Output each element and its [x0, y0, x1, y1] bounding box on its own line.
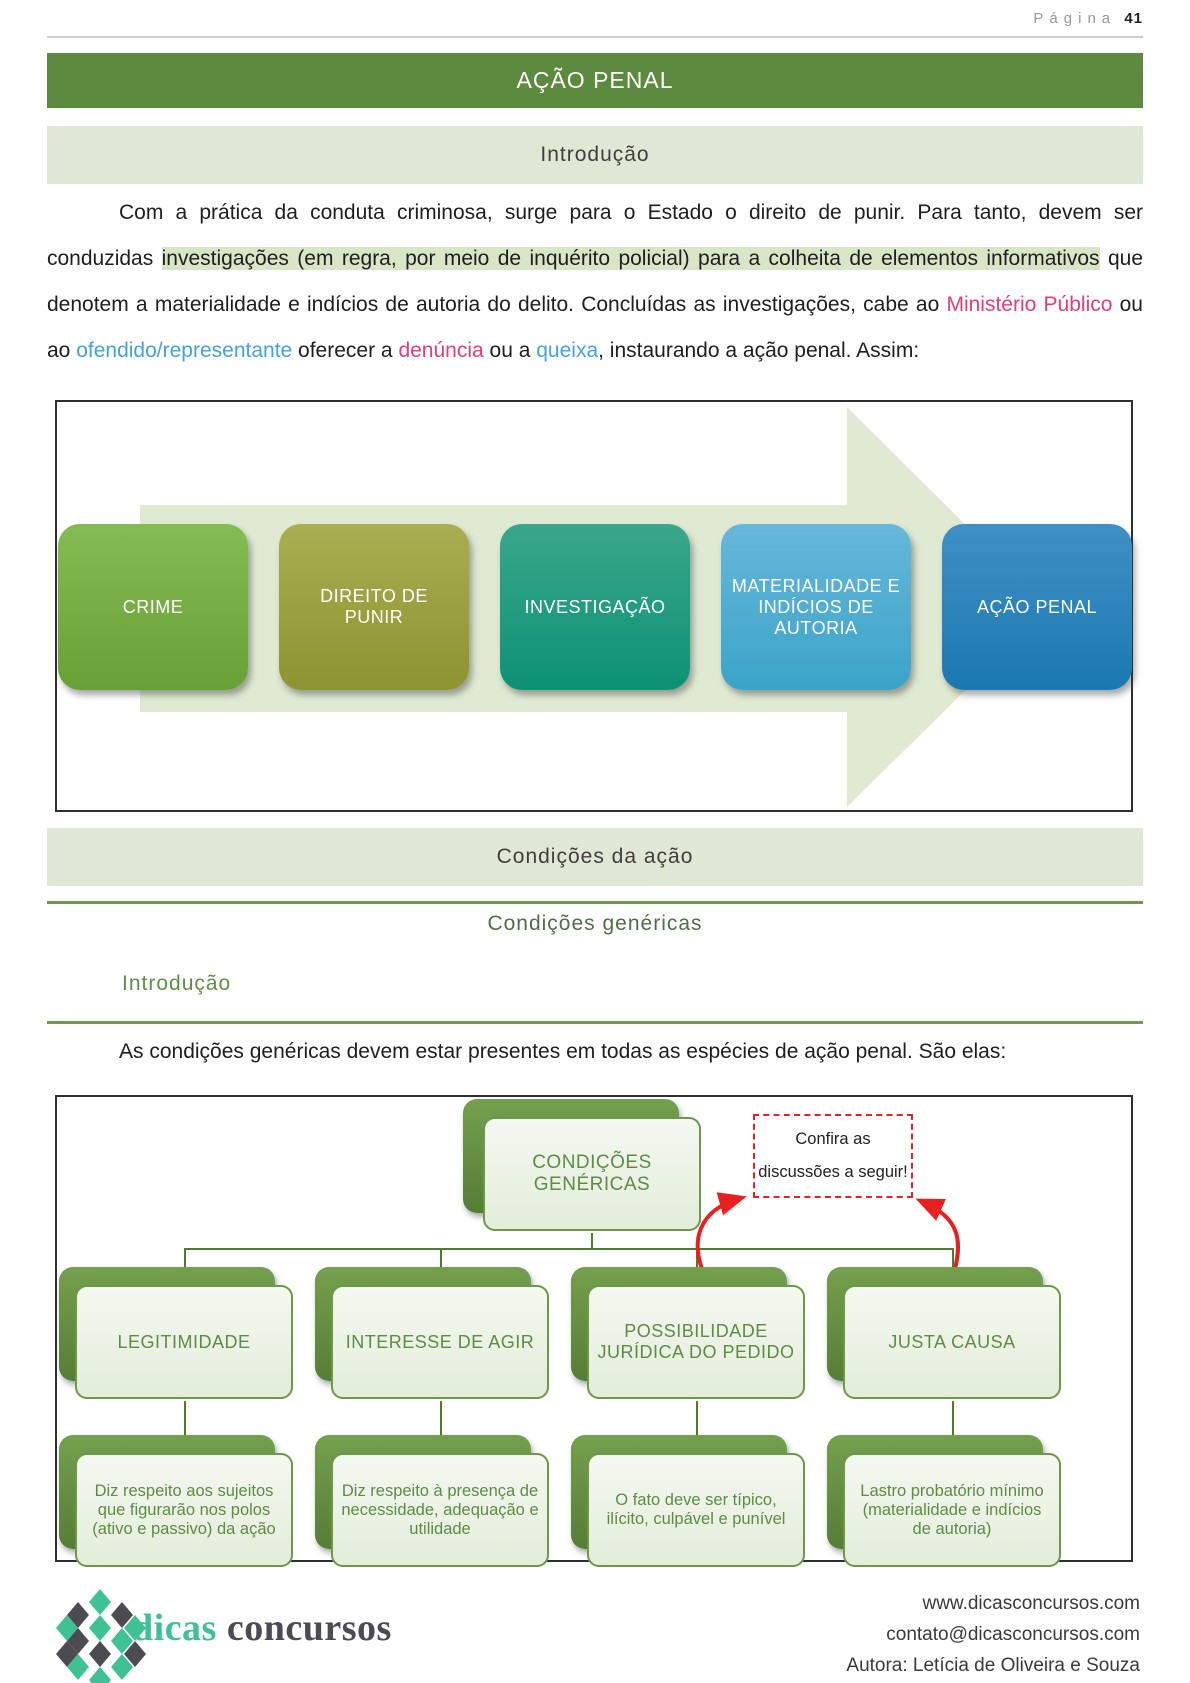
org-node-label: LEGITIMIDADE [75, 1285, 293, 1399]
org-desc-interesse-de-agir: Diz respeito à presença de necessidade, … [315, 1435, 551, 1569]
paragraph-text: Com a prática da conduta criminosa, surg… [47, 201, 1143, 270]
footer-author: Autora: Letícia de Oliveira e Souza [846, 1655, 1140, 1676]
footer-website: www.dicasconcursos.com [922, 1593, 1140, 1614]
flow-step-crime: CRIME [58, 524, 248, 690]
org-node-label: INTERESSE DE AGIR [331, 1285, 549, 1399]
connector-line [184, 1401, 186, 1437]
org-desc-possibilidade-juridica: O fato deve ser típico, ilícito, culpáve… [571, 1435, 807, 1569]
org-node-root-label: CONDIÇÕES GENÉRICAS [483, 1117, 701, 1231]
connector-line [696, 1248, 698, 1268]
org-desc-legitimidade: Diz respeito aos sujeitos que figurarão … [59, 1435, 295, 1569]
paragraph-text: ou ao [47, 293, 1143, 362]
intro-paragraph: Com a prática da conduta criminosa, surg… [47, 176, 1143, 374]
paragraph-text: oferecer a [292, 339, 399, 362]
heading-introducao-2: Introdução [122, 972, 232, 995]
term-ministerio-publico: Ministério Público [946, 293, 1113, 316]
org-node-possibilidade-juridica: POSSIBILIDADE JURÍDICA DO PEDIDO [571, 1267, 807, 1401]
page-number: Página 41 [1033, 10, 1143, 27]
flow-diagram: CRIME DIREITO DE PUNIR INVESTIGAÇÃO MATE… [55, 400, 1133, 812]
org-node-label: POSSIBILIDADE JURÍDICA DO PEDIDO [587, 1285, 805, 1399]
flow-step-materialidade: MATERIALIDADE E INDÍCIOS DE AUTORIA [721, 524, 911, 690]
brand-name-concursos: concursos [226, 1607, 392, 1649]
connector-line [591, 1233, 593, 1249]
connector-line [952, 1248, 954, 1268]
divider-rule [47, 1021, 1143, 1024]
page-number-label: Página [1033, 10, 1117, 27]
section-heading-condicoes-da-acao: Condições da ação [496, 845, 694, 868]
org-node-legitimidade: LEGITIMIDADE [59, 1267, 295, 1401]
title-bar: AÇÃO PENAL [47, 53, 1143, 108]
page-title: AÇÃO PENAL [516, 67, 674, 93]
callout-note-line1: Confira as [795, 1130, 871, 1148]
paragraph-text: que denotem a materialidade e indícios d… [47, 247, 1143, 316]
highlighted-text: investigações (em regra, por meio de inq… [161, 247, 1100, 270]
subtitle-bar: Introdução [47, 126, 1143, 184]
org-desc-text: Diz respeito aos sujeitos que figurarão … [75, 1453, 293, 1567]
brand-logo-icon [56, 1589, 146, 1683]
generic-conditions-text: As condições genéricas devem estar prese… [119, 1040, 1007, 1063]
term-ofendido: ofendido/representante [76, 339, 293, 362]
callout-note-line2: discussões a seguir! [758, 1163, 908, 1181]
footer-email: contato@dicasconcursos.com [886, 1624, 1140, 1645]
callout-note: Confira as discussões a seguir! [753, 1114, 913, 1198]
paragraph-text: ou a [483, 339, 537, 362]
term-queixa: queixa [536, 339, 599, 362]
section-heading-introducao: Introdução [540, 143, 650, 166]
brand-name-dicas: dicas [132, 1607, 217, 1649]
term-denuncia: denúncia [398, 339, 484, 362]
connector-line [184, 1248, 186, 1268]
connector-rail [184, 1248, 954, 1250]
page-number-value: 41 [1124, 10, 1143, 27]
flow-step-direito-de-punir: DIREITO DE PUNIR [279, 524, 469, 690]
footer-contact-block: www.dicasconcursos.com contato@dicasconc… [846, 1588, 1140, 1681]
flow-step-acao-penal: AÇÃO PENAL [942, 524, 1132, 690]
org-node-justa-causa: JUSTA CAUSA [827, 1267, 1063, 1401]
org-desc-text: Diz respeito à presença de necessidade, … [331, 1453, 549, 1567]
connector-line [696, 1401, 698, 1437]
divider-rule [47, 901, 1143, 904]
flow-step-investigacao: INVESTIGAÇÃO [500, 524, 690, 690]
connector-line [440, 1248, 442, 1268]
paragraph-text: , instaurando a ação penal. Assim: [598, 339, 920, 362]
org-desc-text: Lastro probatório mínimo (materialidade … [843, 1453, 1061, 1567]
heading-condicoes-genericas: Condições genéricas [487, 912, 703, 935]
connector-line [952, 1401, 954, 1437]
section-bar-condicoes-da-acao: Condições da ação [47, 828, 1143, 886]
org-node-root: CONDIÇÕES GENÉRICAS [463, 1099, 701, 1233]
org-desc-text: O fato deve ser típico, ilícito, culpáve… [587, 1453, 805, 1567]
org-node-label: JUSTA CAUSA [843, 1285, 1061, 1399]
org-desc-justa-causa: Lastro probatório mínimo (materialidade … [827, 1435, 1063, 1569]
header-rule [47, 36, 1143, 38]
connector-line [440, 1401, 442, 1437]
org-chart: CONDIÇÕES GENÉRICAS Confira as discussõe… [55, 1095, 1133, 1567]
org-node-interesse-de-agir: INTERESSE DE AGIR [315, 1267, 551, 1401]
